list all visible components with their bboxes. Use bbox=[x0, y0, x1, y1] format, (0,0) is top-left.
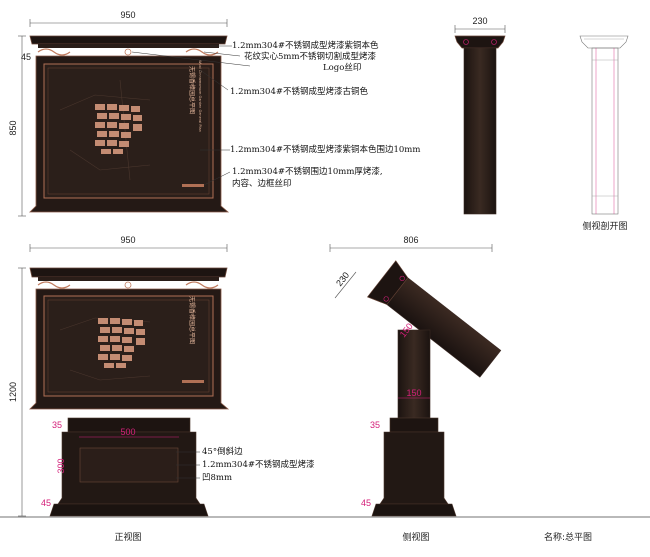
note-edge: 1.2mm304#不锈钢成型烤漆紫铜本色围边10mm bbox=[230, 144, 420, 155]
dim-35-front: 35 bbox=[52, 420, 62, 430]
side-base-step bbox=[389, 417, 439, 433]
front-view-top: 950 850 45 无锡香樟园总平图 Wuxi Cinnamomum Gard… bbox=[8, 10, 230, 217]
side-tilted-panel bbox=[366, 260, 502, 378]
dim-150-lower: 150 bbox=[406, 388, 421, 398]
section-view: 侧视剖开图 bbox=[579, 35, 629, 232]
sign-title-text-bottom: 无锡香樟园总平图 bbox=[188, 296, 196, 344]
section-cap bbox=[579, 35, 629, 49]
dim-950-top: 950 bbox=[120, 10, 135, 20]
ornament-right bbox=[185, 48, 219, 56]
dim-45-side: 45 bbox=[361, 498, 371, 508]
ornament-left bbox=[37, 48, 71, 56]
dim-950-bottom: 950 bbox=[120, 235, 135, 245]
dim-806: 806 bbox=[403, 235, 418, 245]
note-bronze: 1.2mm304#不锈钢成型烤漆古铜色 bbox=[230, 86, 368, 97]
logo-mark bbox=[124, 48, 132, 56]
dim-1200: 1200 bbox=[8, 382, 18, 402]
sign-title-text: 无锡香樟园总平图 bbox=[188, 66, 196, 114]
base-recess bbox=[79, 447, 179, 483]
sign-inner-frame bbox=[43, 63, 214, 199]
dim-35-side: 35 bbox=[370, 420, 380, 430]
caption-side: 侧视图 bbox=[402, 531, 429, 543]
note-copper-cap: 1.2mm304#不锈钢成型烤漆紫铜本色 bbox=[232, 40, 379, 51]
sign-cap bbox=[29, 35, 228, 45]
note-bevel: 45°倒斜边 bbox=[202, 446, 243, 457]
note-print: 内容、边框丝印 bbox=[232, 178, 292, 189]
legend-bar bbox=[182, 184, 204, 187]
base-plinth bbox=[49, 503, 209, 517]
side-cap bbox=[454, 35, 506, 49]
dim-500: 500 bbox=[120, 427, 135, 437]
sign-subtitle-text: Wuxi Cinnamomum Garden General Plan bbox=[198, 60, 202, 132]
side-base-body bbox=[379, 431, 449, 505]
callouts-top: 1.2mm304#不锈钢成型烤漆紫铜本色 花纹实心5mm不锈钢切割成型烤漆 Lo… bbox=[131, 40, 420, 189]
note-trim: 1.2mm304#不锈钢围边10mm厚烤漆, bbox=[232, 166, 383, 177]
caption-section: 侧视剖开图 bbox=[582, 220, 627, 232]
dim-230-side: 230 bbox=[334, 270, 351, 288]
note-logo: Logo丝印 bbox=[323, 62, 361, 73]
caption-name: 名称:总平图 bbox=[544, 531, 592, 543]
dim-45-front: 45 bbox=[41, 498, 51, 508]
side-post bbox=[463, 47, 497, 215]
dim-850: 850 bbox=[8, 120, 18, 135]
caption-front: 正视图 bbox=[114, 531, 141, 543]
side-view-bottom: 806 230 150 150 35 45 bbox=[329, 235, 502, 517]
front-view-bottom: 950 1200 无锡香樟园总平图 500 300 35 45 45°倒斜边 bbox=[8, 235, 315, 517]
side-post-bottom bbox=[397, 329, 431, 419]
side-base-plinth bbox=[371, 503, 457, 517]
section-body bbox=[591, 47, 619, 215]
dim-300: 300 bbox=[56, 458, 66, 473]
dim-230-top: 230 bbox=[472, 16, 487, 26]
side-view-top: 230 bbox=[454, 16, 506, 215]
note-base-steel: 1.2mm304#不锈钢成型烤漆 bbox=[202, 459, 315, 470]
sign-cap-bottom bbox=[29, 267, 228, 278]
note-pattern: 花纹实心5mm不锈钢切割成型烤漆 bbox=[244, 51, 377, 62]
note-recess: 凹8mm bbox=[202, 473, 232, 483]
side-tilted-cap bbox=[366, 260, 409, 305]
dim-45-cap: 45 bbox=[21, 52, 31, 62]
